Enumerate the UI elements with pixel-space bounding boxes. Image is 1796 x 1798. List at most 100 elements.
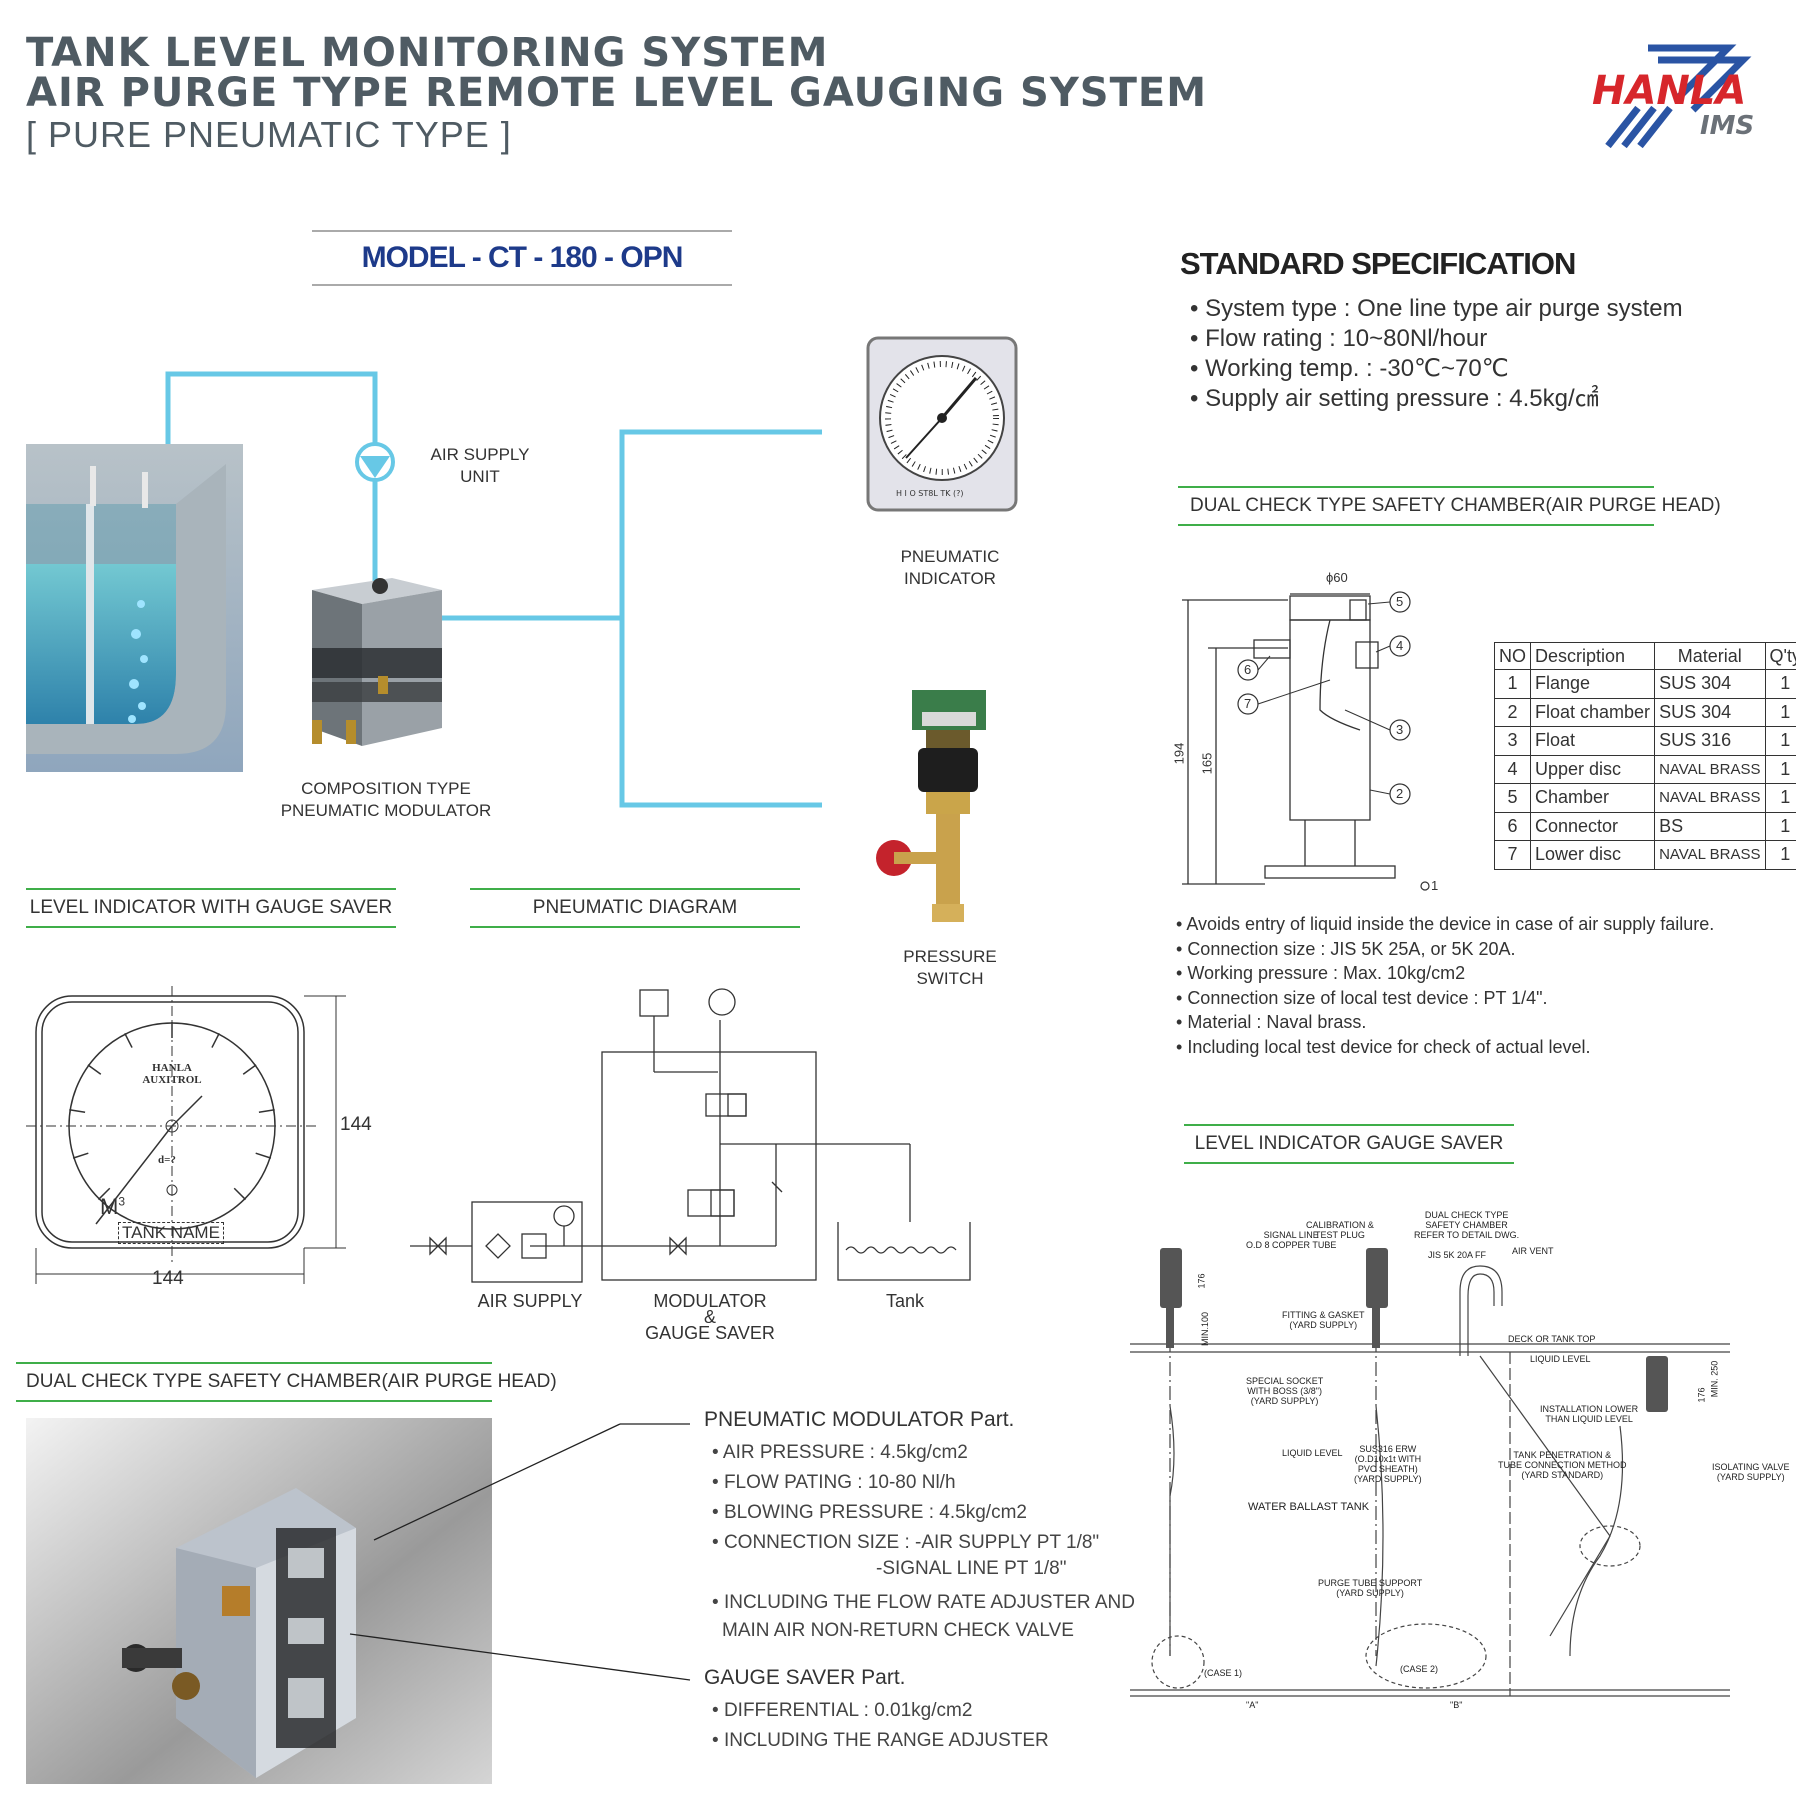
svg-text:H I O ST8L TK (?): H I O ST8L TK (?) [896,489,964,498]
pneumatic-schematic [410,980,990,1294]
dial-tick [211,1032,220,1048]
pressure-switch-label: PRESSURE SWITCH [903,947,997,988]
dual-check-top-title: DUAL CHECK TYPE SAFETY CHAMBER(AIR PURGE… [1178,486,1721,526]
subtitle: [ PURE PNEUMATIC TYPE ] [26,114,512,155]
parts-header-no: NO [1494,642,1531,670]
part-item: INCLUDING THE FLOW RATE ADJUSTER AND [712,1588,1135,1618]
cell: 2 [1494,697,1531,727]
gs-sus-text: SUS316 ERW (O.D10x1t WITH PVC SHEATH) (Y… [1354,1444,1422,1484]
gs-fitting-text: FITTING & GASKET (YARD SUPPLY) [1282,1310,1365,1330]
parts-table: NO Description Material Q'ty 1FlangeSUS … [1494,642,1796,870]
cell: Float [1529,726,1656,756]
spec-item: Flow rating : 10~80Nl/hour [1190,324,1683,354]
gs-dual-check-text: DUAL CHECK TYPE SAFETY CHAMBER REFER TO … [1414,1210,1520,1240]
cell: NAVAL BRASS [1654,783,1766,813]
callout-3: 3 [1396,722,1404,737]
dial-brand-2: AUXITROL [142,1074,202,1086]
cell: 1 [1764,754,1796,784]
dim-194: 194 [1171,742,1187,765]
tank-name-plate: TANK NAME [118,1222,224,1244]
parts-header-qty: Q'ty [1764,642,1796,670]
callout-5: 5 [1396,594,1404,609]
cell: NAVAL BRASS [1654,754,1766,784]
pd-gauge-saver-label: GAUGE SAVER [645,1323,775,1343]
cell: Chamber [1529,783,1656,813]
gs-purge-text: PURGE TUBE SUPPORT (YARD SUPPLY) [1318,1578,1423,1598]
callout-6: 6 [1244,662,1252,677]
cell: SUS 304 [1654,669,1766,699]
gauge-saver-part-title: GAUGE SAVER Part. [704,1666,906,1689]
spec-item: System type : One line type air purge sy… [1190,294,1683,324]
gs-label-case1: (CASE 1) [1204,1668,1243,1678]
part-item: CONNECTION SIZE : -AIR SUPPLY PT 1/8" [712,1528,1099,1558]
dial-tick [242,1064,257,1075]
dial-tick [69,1108,86,1113]
cell: SUS 316 [1654,726,1766,756]
part-item: DIFFERENTIAL : 0.01kg/cm2 [712,1696,1049,1726]
dim-height: 144 [340,1114,372,1135]
gs-dim-176a: 176 [1196,1273,1207,1289]
pd-air-supply-label: AIR SUPPLY [477,1291,583,1311]
gs-label-dual-check: DUAL CHECK TYPE SAFETY CHAMBER REFER TO … [1414,1210,1519,1240]
air-supply-unit-label: AIR SUPPLY UNIT [430,445,530,486]
cell: 1 [1764,811,1796,841]
title-line-2: AIR PURGE TYPE REMOTE LEVEL GAUGING SYST… [26,70,1208,116]
gs-label-liquid-level-l: LIQUID LEVEL [1282,1448,1343,1458]
gauge-saver-installation-drawing [1130,1236,1790,1706]
logo-sub: IMS [1700,111,1754,141]
standard-spec-title: STANDARD SPECIFICATION [1180,246,1576,281]
note-item: Connection size of local test device : P… [1176,986,1714,1011]
gs-signal-text: SIGNAL LINE O.D 8 COPPER TUBE [1246,1230,1337,1250]
level-indicator-dial [26,984,356,1284]
cell: 7 [1494,840,1531,870]
logo-text: HANLA [1592,68,1746,114]
gs-label-penetration: TANK PENETRATION & TUBE CONNECTION METHO… [1498,1450,1627,1480]
parts-header-material: Material [1654,642,1766,670]
gs-label-a: "A" [1246,1700,1259,1710]
cell: Lower disc [1529,840,1656,870]
dial-tick [255,1152,272,1159]
dual-check-bottom-title: DUAL CHECK TYPE SAFETY CHAMBER(AIR PURGE… [16,1362,557,1402]
gs-dim-min100: MIN.100 [1200,1311,1211,1347]
part-item: INCLUDING THE RANGE ADJUSTER [712,1726,1049,1756]
dial-brand: HANLA AUXITROL [132,1062,212,1086]
gs-label-isolating: ISOLATING VALVE (YARD SUPPLY) [1712,1462,1790,1482]
callout-2: 2 [1396,786,1404,801]
cell: NAVAL BRASS [1654,840,1766,870]
cell: BS [1654,811,1766,841]
note-item: Avoids entry of liquid inside the device… [1176,912,1714,937]
cell: Connector [1529,811,1656,841]
system-pipes [165,371,822,808]
pd-modulator-label: MODULATOR [653,1291,767,1311]
gs-label-liquid-level-r: LIQUID LEVEL [1530,1354,1591,1364]
cell: SUS 304 [1654,697,1766,727]
gs-label-fitting: FITTING & GASKET (YARD SUPPLY) [1282,1310,1365,1330]
dial-tick [258,1108,275,1113]
gs-label-jis: JIS 5K 20A FF [1428,1250,1487,1260]
modulator-item4-cont: -SIGNAL LINE PT 1/8" [876,1558,1067,1579]
gs-label-wbt: WATER BALLAST TANK [1248,1501,1370,1513]
pd-tank-label: Tank [885,1291,925,1311]
pneumatic-indicator-illustration: H I O ST8L TK (?) [866,336,1018,512]
pressure-switch-illustration [872,682,1014,926]
callout-1: 1 [1431,878,1439,893]
dial-tick [124,1032,133,1048]
cell: 6 [1494,811,1531,841]
gs-socket-text: SPECIAL SOCKET WITH BOSS (3/8") (YARD SU… [1246,1376,1324,1406]
part-item: AIR PRESSURE : 4.5kg/cm2 [712,1438,1099,1468]
cell: 3 [1494,726,1531,756]
cell: Upper disc [1529,754,1656,784]
dial-mark: d=? [158,1154,176,1166]
gs-label-install: INSTALLATION LOWER THAN LIQUID LEVEL [1540,1404,1638,1424]
note-item: Material : Naval brass. [1176,1010,1714,1035]
level-indicator-title: LEVEL INDICATOR WITH GAUGE SAVER [26,888,396,928]
modulator-part-title: PNEUMATIC MODULATOR Part. [704,1408,1015,1431]
note-item: Including local test device for check of… [1176,1035,1714,1060]
modulator-item5-cont: MAIN AIR NON-RETURN CHECK VALVE [722,1620,1074,1641]
